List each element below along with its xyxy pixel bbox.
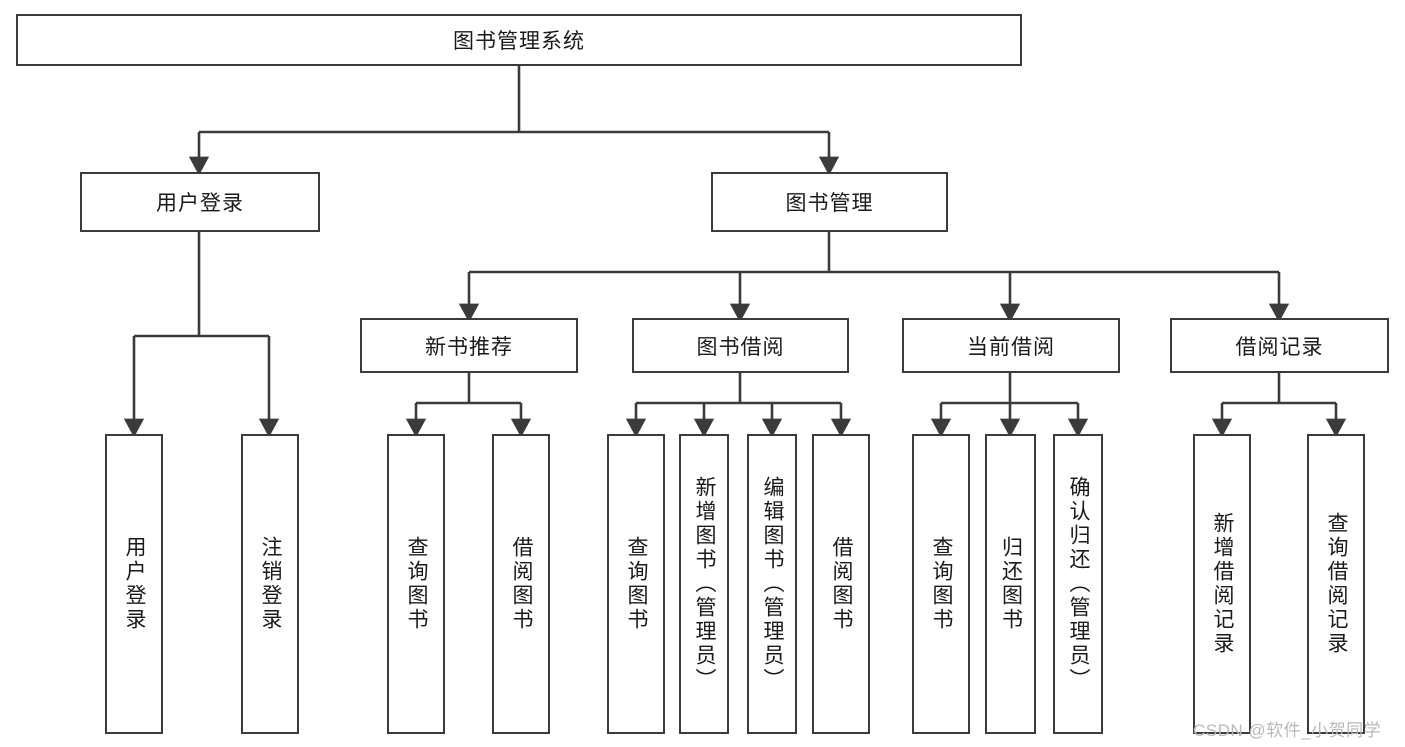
node-label: 查询图书 [405, 536, 429, 632]
leaf-return-book[interactable]: 归还图书 [985, 434, 1036, 734]
node-label: 查询借阅记录 [1325, 512, 1349, 656]
node-user-login[interactable]: 用户登录 [80, 172, 320, 232]
node-label: 当前借阅 [967, 335, 1055, 359]
leaf-confirm-return-admin[interactable]: 确认归还（管理员） [1053, 434, 1103, 734]
leaf-edit-book-admin[interactable]: 编辑图书（管理员） [747, 434, 797, 734]
leaf-user-login[interactable]: 用户登录 [105, 434, 163, 734]
node-label: 编辑图书（管理员） [761, 476, 785, 692]
node-label: 借阅图书 [830, 536, 854, 632]
node-label: 图书借阅 [696, 335, 785, 359]
node-label: 用户登录 [156, 192, 244, 215]
node-label: 新增图书（管理员） [693, 476, 717, 692]
node-label: 图书管理系统 [453, 30, 585, 53]
node-borrowing-record[interactable]: 借阅记录 [1170, 318, 1389, 373]
node-label: 确认归还（管理员） [1067, 476, 1091, 692]
node-label: 查询图书 [625, 536, 649, 632]
node-label: 注销登录 [259, 536, 283, 632]
node-label: 借阅记录 [1235, 335, 1324, 359]
leaf-add-borrowing-record[interactable]: 新增借阅记录 [1193, 434, 1251, 734]
node-label: 用户登录 [123, 536, 147, 632]
node-root-book-management-system[interactable]: 图书管理系统 [16, 14, 1022, 66]
node-book-borrowing[interactable]: 图书借阅 [632, 318, 849, 373]
node-label: 新增借阅记录 [1211, 512, 1235, 656]
node-current-borrowing[interactable]: 当前借阅 [902, 318, 1120, 373]
leaf-borrow-book-recommendation[interactable]: 借阅图书 [492, 434, 550, 734]
node-new-book-recommendation[interactable]: 新书推荐 [360, 318, 578, 373]
node-label: 图书管理 [785, 192, 874, 215]
node-book-management[interactable]: 图书管理 [711, 172, 948, 232]
node-label: 归还图书 [999, 536, 1023, 632]
node-label: 借阅图书 [510, 536, 534, 632]
node-label: 查询图书 [930, 536, 954, 632]
leaf-logout[interactable]: 注销登录 [241, 434, 299, 734]
node-label: 新书推荐 [425, 335, 513, 359]
leaf-query-book-current[interactable]: 查询图书 [912, 434, 970, 734]
leaf-query-borrowing-record[interactable]: 查询借阅记录 [1307, 434, 1365, 734]
leaf-query-book-borrowing[interactable]: 查询图书 [607, 434, 665, 734]
leaf-add-book-admin[interactable]: 新增图书（管理员） [679, 434, 729, 734]
leaf-query-book-recommendation[interactable]: 查询图书 [387, 434, 445, 734]
leaf-borrow-book-borrowing[interactable]: 借阅图书 [812, 434, 870, 734]
